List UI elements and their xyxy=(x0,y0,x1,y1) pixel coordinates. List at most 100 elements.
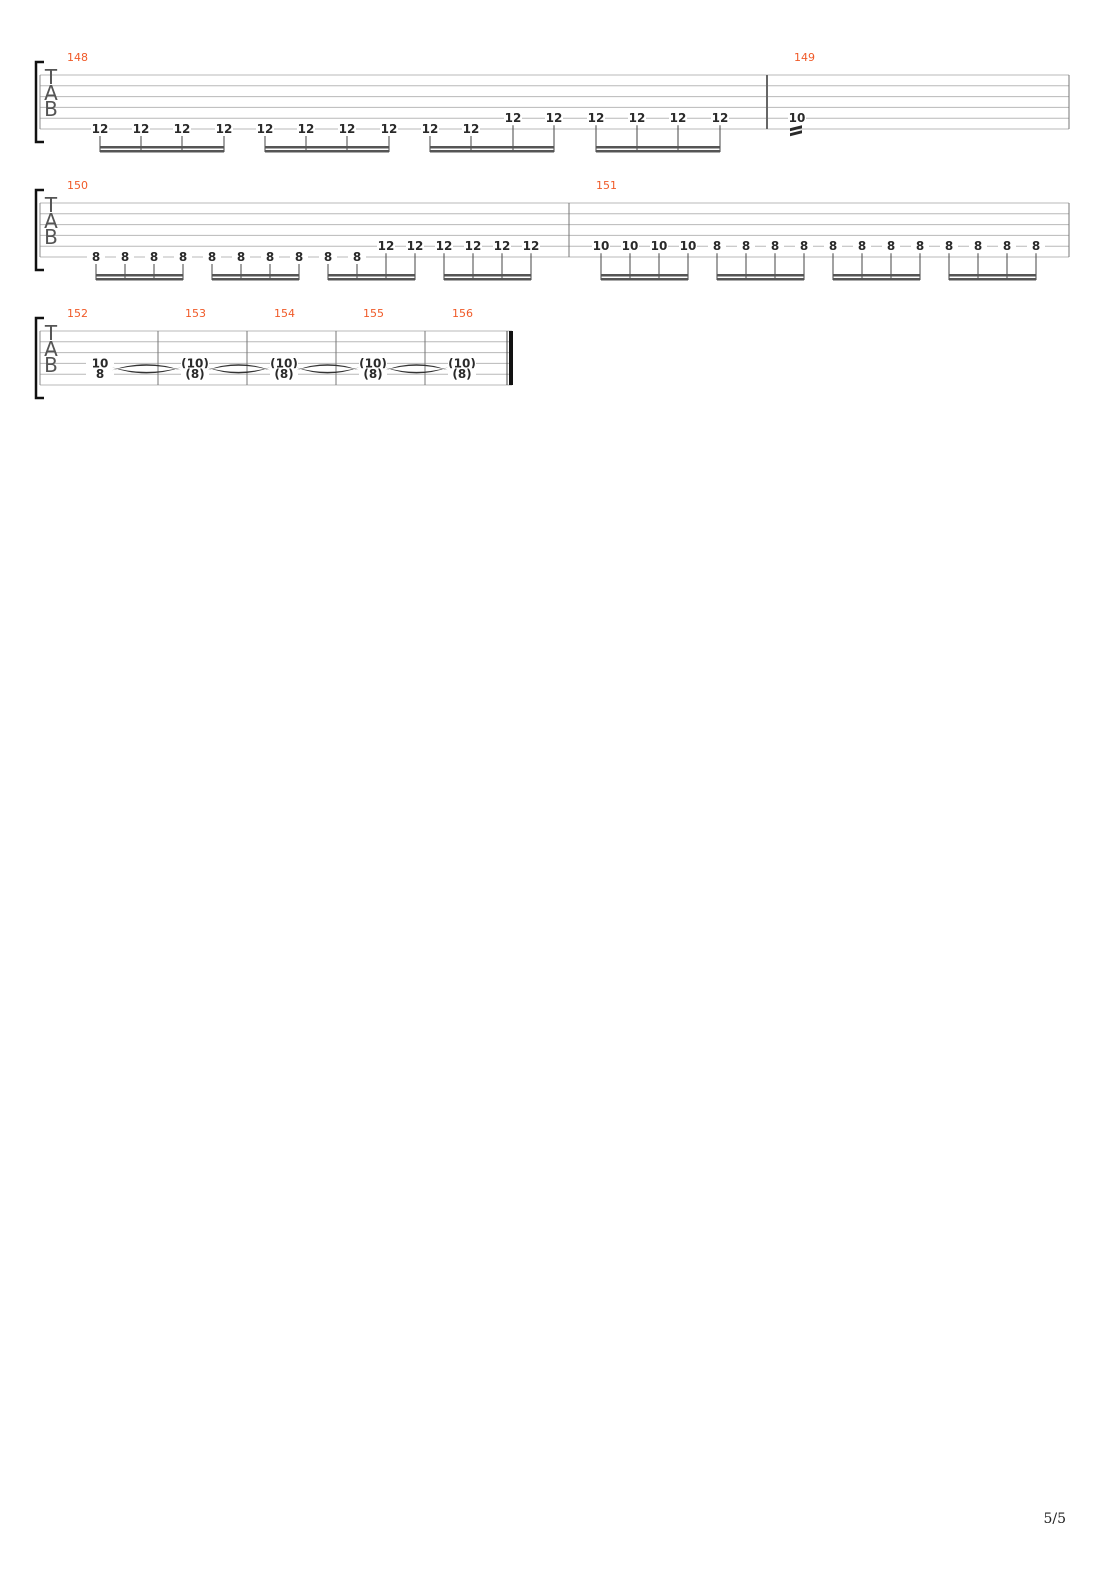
fret-background xyxy=(1027,240,1045,253)
tab-clef-letter: A xyxy=(44,81,58,105)
fret-background xyxy=(435,240,453,253)
beam-secondary xyxy=(601,278,688,281)
beam-primary xyxy=(96,274,183,277)
fret-background xyxy=(380,123,398,135)
beam-secondary xyxy=(949,278,1036,281)
fret-number: (8) xyxy=(274,367,293,381)
fret-background xyxy=(290,251,308,263)
fret-background xyxy=(181,357,209,370)
fret-background xyxy=(650,240,668,253)
beam-secondary xyxy=(833,278,920,281)
fret-background xyxy=(545,112,563,125)
fret-number: 8 xyxy=(1032,239,1040,253)
fret-number: 12 xyxy=(523,239,540,253)
beam-secondary xyxy=(444,278,531,281)
system-bracket xyxy=(34,60,44,144)
fret-background xyxy=(116,251,134,263)
beam-secondary xyxy=(212,278,299,281)
fret-number: 8 xyxy=(324,250,332,264)
fret-number: 10 xyxy=(680,239,697,253)
fret-number: 8 xyxy=(353,250,361,264)
fret-background xyxy=(940,240,958,253)
beam-primary xyxy=(833,274,920,277)
fret-number: 8 xyxy=(150,250,158,264)
fret-background xyxy=(261,251,279,263)
measure-number: 154 xyxy=(274,307,295,320)
fret-background xyxy=(679,240,697,253)
fret-number: 12 xyxy=(378,239,395,253)
measure-number: 156 xyxy=(452,307,473,320)
fret-background xyxy=(270,357,298,370)
fret-background xyxy=(628,112,646,125)
beam-primary xyxy=(100,146,224,149)
fret-background xyxy=(969,240,987,253)
beam-secondary xyxy=(328,278,415,281)
fret-number: 12 xyxy=(670,111,687,125)
fret-background xyxy=(788,112,806,125)
fret-number: 8 xyxy=(92,250,100,264)
fret-background xyxy=(911,240,929,253)
tab-clef-letter: T xyxy=(44,321,58,345)
beam-secondary xyxy=(265,150,389,153)
beam-primary xyxy=(430,146,554,149)
fret-number: 8 xyxy=(208,250,216,264)
fret-number: 12 xyxy=(465,239,482,253)
beam-primary xyxy=(328,274,415,277)
fret-background xyxy=(377,240,395,253)
fret-number: 12 xyxy=(463,122,480,136)
fret-number: 8 xyxy=(858,239,866,253)
fret-background xyxy=(359,357,387,370)
measure-number: 151 xyxy=(596,179,617,192)
beam-primary xyxy=(444,274,531,277)
measure: 155(10)(8) xyxy=(359,307,426,385)
fret-number: 12 xyxy=(257,122,274,136)
fret-background xyxy=(522,240,540,253)
fret-background xyxy=(215,123,233,135)
fret-background xyxy=(464,240,482,253)
fret-number: 8 xyxy=(771,239,779,253)
beam-secondary xyxy=(96,278,183,281)
fret-background xyxy=(669,112,687,125)
measure-number: 152 xyxy=(67,307,88,320)
fret-background xyxy=(132,123,150,135)
fret-background xyxy=(173,123,191,135)
fret-background xyxy=(91,123,109,135)
fret-number: 12 xyxy=(588,111,605,125)
fret-number: 8 xyxy=(887,239,895,253)
fret-background xyxy=(882,240,900,253)
tie-arc xyxy=(112,364,181,371)
fret-background xyxy=(766,240,784,253)
measure: 154 (10)(8) xyxy=(270,307,337,385)
fret-number: (10) xyxy=(270,356,298,370)
fret-background xyxy=(87,251,105,263)
fret-number: 12 xyxy=(505,111,522,125)
fret-background xyxy=(493,240,511,253)
tab-clef-letter: B xyxy=(44,225,58,249)
fret-number: 8 xyxy=(237,250,245,264)
fret-number: (8) xyxy=(363,367,382,381)
fret-background xyxy=(853,240,871,253)
tremolo-slash xyxy=(790,125,802,132)
fret-background xyxy=(256,123,274,135)
tie-arc xyxy=(385,364,448,371)
fret-background xyxy=(203,251,221,263)
final-barline-thick xyxy=(509,331,513,385)
fret-number: 10 xyxy=(622,239,639,253)
measure-number: 149 xyxy=(794,51,815,64)
fret-number: 8 xyxy=(829,239,837,253)
fret-number: 8 xyxy=(945,239,953,253)
fret-background xyxy=(737,240,755,253)
system-bracket xyxy=(34,316,44,400)
fret-background xyxy=(711,112,729,125)
fret-background xyxy=(232,251,250,263)
fret-number: 12 xyxy=(381,122,398,136)
fret-number: 8 xyxy=(742,239,750,253)
fret-background xyxy=(86,368,114,381)
fret-number: 8 xyxy=(713,239,721,253)
